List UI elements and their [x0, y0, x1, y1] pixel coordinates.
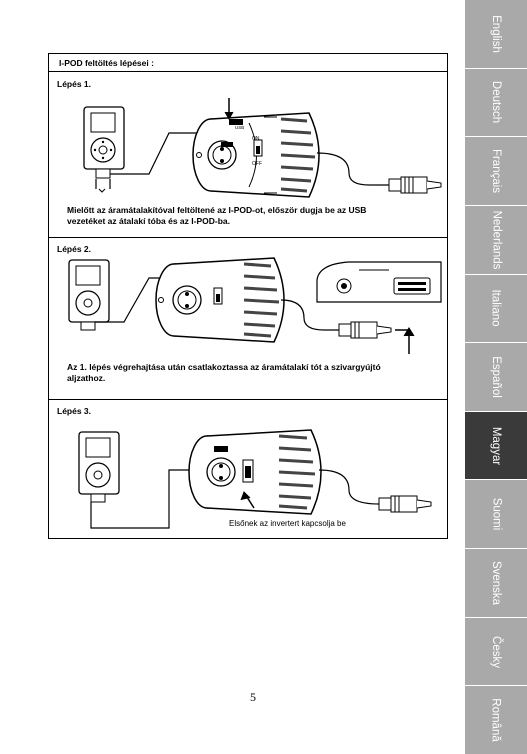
car-plug-icon	[378, 495, 432, 513]
lang-tab-cesky[interactable]: Česky	[465, 618, 527, 687]
step-2-text-line1: Az 1. lépés végrehajtása után csatlakozt…	[67, 362, 381, 372]
step-1-text-line2: vezetéket az átalakí tóba és az I-POD-ba…	[67, 216, 230, 226]
lang-tab-label: Suomi	[489, 497, 502, 531]
ipod-charging-steps-box: I-POD feltöltés lépései : Lépés 1.	[48, 53, 448, 539]
lang-tab-label: Svenska	[489, 560, 502, 605]
lang-tab-italiano[interactable]: Italiano	[465, 275, 527, 344]
lang-tab-svenska[interactable]: Svenska	[465, 549, 527, 618]
switch-on-label: ON	[252, 136, 260, 142]
ipod-icon	[68, 259, 110, 331]
step-2: Lépés 2.	[49, 238, 447, 400]
lang-tab-deutsch[interactable]: Deutsch	[465, 69, 527, 138]
ipod-icon	[83, 106, 125, 179]
car-plug-icon	[388, 176, 442, 194]
lang-tab-espanol[interactable]: Español	[465, 343, 527, 412]
switch-off-label: OFF	[252, 161, 262, 167]
step-1: Lépés 1.	[49, 73, 447, 238]
ipod-icon	[78, 431, 120, 503]
lang-tab-label: Français	[489, 149, 502, 194]
lang-tab-label: Nederlands	[489, 210, 502, 270]
car-dashboard-icon	[316, 261, 442, 303]
lang-tab-english[interactable]: English	[465, 0, 527, 69]
lang-tab-nederlands[interactable]: Nederlands	[465, 206, 527, 275]
step-1-instruction: Mielőtt az áramátalakítóval feltöltené a…	[67, 205, 366, 227]
lang-tab-suomi[interactable]: Suomi	[465, 480, 527, 550]
lang-tab-label: Română	[490, 698, 502, 742]
lang-tab-romana[interactable]: Română	[465, 686, 527, 754]
step-3-caption: Elsőnek az invertert kapcsolja be	[229, 519, 346, 528]
lang-tab-label: Česky	[489, 635, 502, 668]
lang-tab-label: Italiano	[490, 289, 502, 327]
lang-tab-label: Deutsch	[490, 81, 502, 124]
lang-tab-label: Magyar	[489, 426, 502, 465]
step-1-label: Lépés 1.	[57, 79, 92, 89]
lang-tab-magyar[interactable]: Magyar	[465, 411, 527, 481]
step-2-instruction: Az 1. lépés végrehajtása után csatlakozt…	[67, 362, 381, 384]
step-1-text-line1: Mielőtt az áramátalakítóval feltöltené a…	[67, 205, 367, 215]
inverter-icon	[192, 112, 320, 198]
step-3-label: Lépés 3.	[57, 406, 92, 416]
step-1-illustration: ON OFF USB	[83, 98, 442, 198]
car-plug-icon	[338, 321, 392, 339]
box-title: I-POD feltöltés lépései :	[49, 54, 447, 72]
inverter-icon	[155, 257, 285, 343]
inverter-icon	[188, 429, 322, 515]
page-number: 5	[250, 690, 256, 704]
step-2-text-line2: aljzathoz.	[67, 373, 106, 383]
step-2-label: Lépés 2.	[57, 244, 92, 254]
lang-tab-francais[interactable]: Français	[465, 137, 527, 206]
usb-label: USB	[235, 125, 244, 130]
step-2-illustration	[68, 257, 442, 354]
lang-tab-label: Español	[490, 356, 502, 398]
step-3: Lépés 3.	[49, 400, 447, 538]
step-3-illustration	[78, 429, 432, 529]
language-tab-strip: English Deutsch Français Nederlands Ital…	[465, 0, 527, 754]
lang-tab-label: English	[490, 14, 502, 53]
